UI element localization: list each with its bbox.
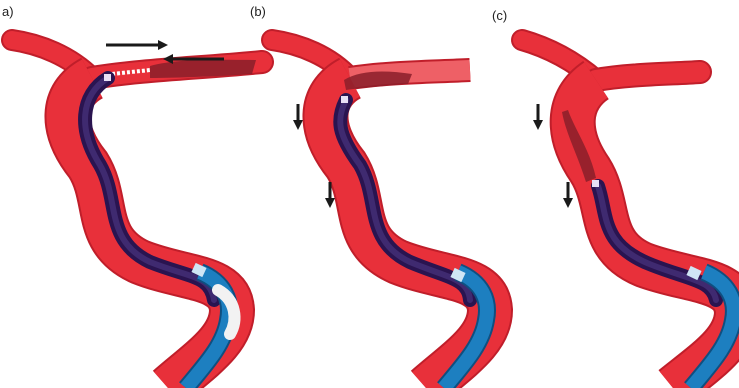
panel-a-label: a): [2, 4, 14, 19]
panel-b-label: (b): [250, 4, 266, 19]
panel-b: (b): [250, 4, 490, 388]
panel-c-label: (c): [492, 8, 507, 23]
panel-c-vessel: [522, 40, 737, 388]
arrow-down-icon: [533, 104, 543, 130]
panel-a: a): [2, 4, 262, 388]
arrow-right-icon: [106, 40, 168, 50]
panel-a-marker: [104, 74, 111, 81]
arrow-down-icon: [563, 182, 573, 208]
panel-c: (c): [492, 8, 737, 388]
arrow-down-icon: [293, 104, 303, 130]
